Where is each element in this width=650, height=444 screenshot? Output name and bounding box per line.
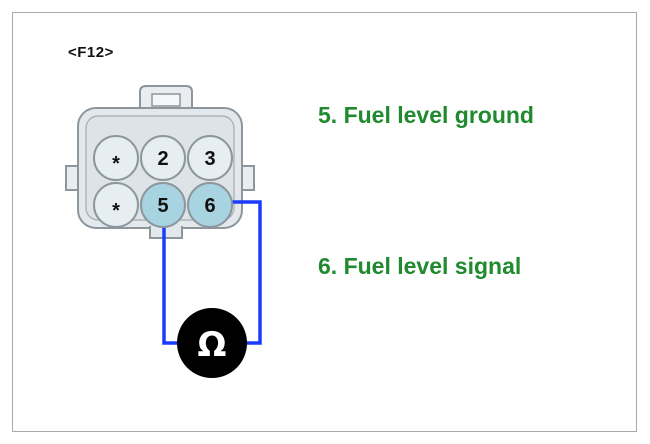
legend-pin6: 6. Fuel level signal	[318, 253, 522, 279]
connector-pin: *	[93, 182, 139, 228]
pin-label: 2	[157, 148, 168, 170]
wire-pin5-to-meter	[162, 214, 178, 345]
connector-pin: *	[93, 135, 139, 181]
ohm-symbol: Ω	[198, 325, 227, 365]
connector-id-label: <F12>	[68, 44, 114, 61]
pin-cavity	[187, 182, 233, 228]
pin-cavity	[140, 182, 186, 228]
pin-label: *	[112, 153, 120, 175]
pin-label: 5	[157, 195, 168, 217]
test-leads	[162, 200, 262, 345]
pin-label: *	[112, 200, 120, 222]
connector-pins: * 2 3 * 5 6	[93, 135, 233, 228]
ohmmeter-icon	[177, 308, 247, 378]
pin-label: 3	[204, 148, 215, 170]
connector-pin: 2	[140, 135, 186, 181]
pin-cavity	[187, 135, 233, 181]
ohmmeter: Ω	[177, 308, 247, 378]
pin-cavity	[93, 135, 139, 181]
pin-label: 6	[204, 195, 215, 217]
legend-pin5: 5. Fuel level ground	[318, 102, 534, 128]
pin-cavity	[93, 182, 139, 228]
pin-cavity	[140, 135, 186, 181]
connector-pin: 5	[140, 182, 186, 228]
connector-pin: 6	[187, 182, 233, 228]
wire-pin6-to-meter	[210, 200, 262, 345]
connector-pin: 3	[187, 135, 233, 181]
